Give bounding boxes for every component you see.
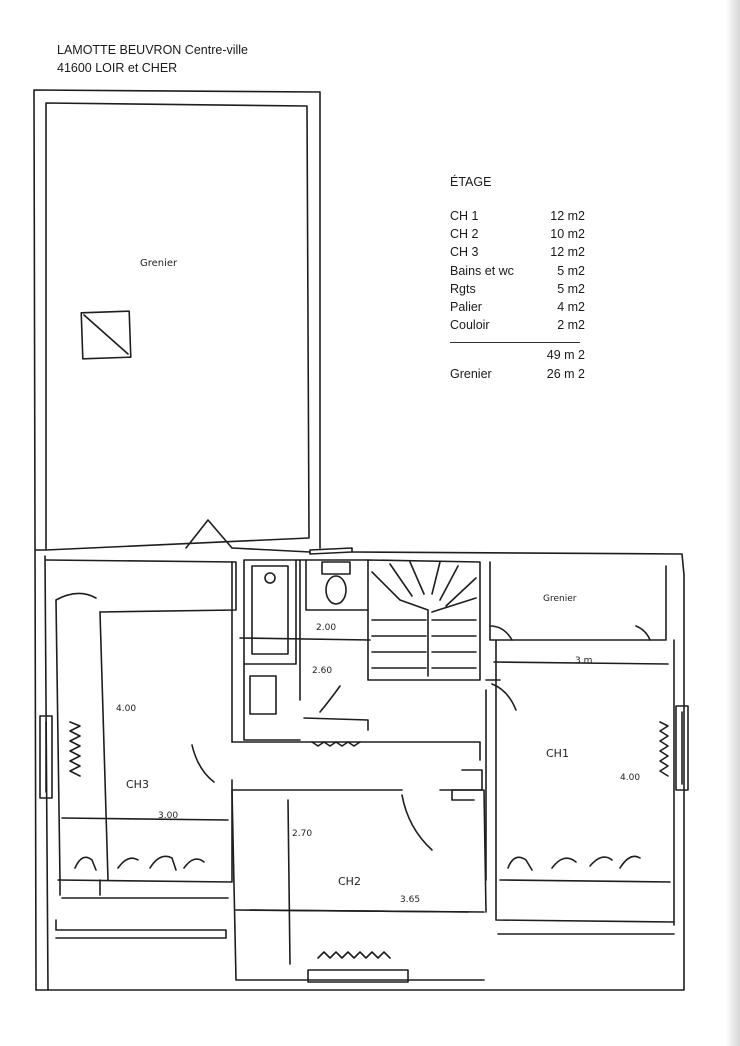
row-value: 5 m2 <box>557 263 585 278</box>
row-value: 12 m2 <box>550 245 585 260</box>
summary-row: Palier 4 m2 <box>450 298 585 316</box>
wc-wall <box>305 559 369 611</box>
row-value: 4 m2 <box>557 299 585 314</box>
ch2-height-line <box>287 799 291 965</box>
ch1-width-line <box>493 661 669 665</box>
dim-4-00-ch3: 4.00 <box>116 704 136 714</box>
row-label: Couloir <box>450 318 490 333</box>
area-summary-table: ÉTAGE CH 1 12 m2 CH 2 10 m2 CH 3 12 m2 Bain… <box>450 175 585 383</box>
row-value: 5 m2 <box>557 281 585 296</box>
summary-grenier-row: Grenier 26 m 2 <box>450 365 585 383</box>
ch3-wardrobe <box>55 855 229 939</box>
grenier-small-label: Grenier <box>543 594 577 604</box>
dim-3m: 3 m <box>575 656 592 666</box>
bathroom-divider <box>239 637 371 641</box>
summary-row: Rgts 5 m2 <box>450 280 585 298</box>
ch1-walls <box>495 639 675 935</box>
ch2-window <box>307 969 409 983</box>
ch3-radiator-squiggle <box>69 721 81 777</box>
row-value: 2 m2 <box>557 318 585 333</box>
ch3-label: CH3 <box>126 778 149 791</box>
ch3-door-arc <box>55 592 97 601</box>
landing-wall <box>451 679 501 881</box>
ch2-radiator <box>317 951 391 959</box>
grenier-main-label: Grenier <box>140 258 178 269</box>
ch3-walls <box>55 561 233 883</box>
row-label: Palier <box>450 299 482 314</box>
ch2-width-line <box>249 909 469 913</box>
row-value: 12 m2 <box>550 209 585 223</box>
grenier-label: Grenier <box>450 366 492 381</box>
dim-3-00: 3.00 <box>158 811 178 821</box>
dim-2-60: 2.60 <box>312 666 332 676</box>
staircase-steps <box>371 561 477 677</box>
hatch-line <box>309 547 353 555</box>
summary-row: Bains et wc 5 m2 <box>450 262 585 280</box>
grenier-outer-wall <box>33 89 321 991</box>
grenier-inner-wall <box>45 102 310 551</box>
hall-radiator <box>311 741 361 747</box>
grenier-small-walls <box>489 561 667 641</box>
washbasin <box>264 572 276 584</box>
radiator-left <box>39 715 53 799</box>
landing-door-swing <box>491 683 517 711</box>
summary-total-row: 49 m 2 <box>450 346 585 364</box>
address-line-1: LAMOTTE BEUVRON Centre-ville <box>57 43 249 57</box>
ch3-width-line <box>61 817 229 821</box>
dim-2-70: 2.70 <box>292 829 312 839</box>
grenier-small-door <box>489 625 651 641</box>
ch2-label: CH2 <box>338 875 361 888</box>
radiator-right <box>675 705 689 791</box>
summary-row: CH 3 12 m2 <box>450 243 585 261</box>
ch1-radiator-squiggle <box>659 721 669 777</box>
summary-row: CH 1 12 m2 <box>450 207 585 225</box>
summary-divider <box>450 342 580 344</box>
summary-total: 49 m 2 <box>546 348 585 363</box>
shower-tray <box>249 675 277 715</box>
row-label: CH 2 <box>450 227 479 242</box>
summary-row: Couloir 2 m2 <box>450 316 585 334</box>
dim-2-00: 2.00 <box>316 623 336 633</box>
summary-row: CH 2 10 m2 <box>450 225 585 243</box>
ch2-walls <box>231 789 487 981</box>
ch1-wardrobe <box>499 855 671 883</box>
scan-edge-shadow <box>726 0 740 1046</box>
hall-wall <box>231 685 481 761</box>
grenier-door <box>185 519 233 549</box>
skylight <box>80 310 132 360</box>
staircase-frame <box>367 559 481 681</box>
bathroom-walls <box>243 559 369 741</box>
wc-tank <box>321 561 351 575</box>
skylight-diagonal <box>83 314 129 355</box>
row-label: Bains et wc <box>450 263 514 278</box>
bathtub <box>251 565 289 655</box>
address-line-2: 41600 LOIR et CHER <box>57 61 178 75</box>
wc-bowl <box>325 575 347 605</box>
floor-outer-wall <box>35 547 685 991</box>
ch3-door-swing <box>191 744 215 783</box>
ch2-door-swing <box>401 794 433 851</box>
address-header: LAMOTTE BEUVRON Centre-ville 41600 LOIR … <box>57 41 248 77</box>
row-label: CH 3 <box>450 245 479 260</box>
row-label: CH 1 <box>450 209 479 223</box>
row-label: Rgts <box>450 281 476 296</box>
summary-title: ÉTAGE <box>450 175 492 189</box>
row-value: 10 m2 <box>550 227 585 242</box>
ch1-label: CH1 <box>546 747 569 760</box>
dim-4-00-ch1: 4.00 <box>620 773 640 783</box>
grenier-value: 26 m 2 <box>546 366 585 381</box>
dim-3-65: 3.65 <box>400 895 420 905</box>
